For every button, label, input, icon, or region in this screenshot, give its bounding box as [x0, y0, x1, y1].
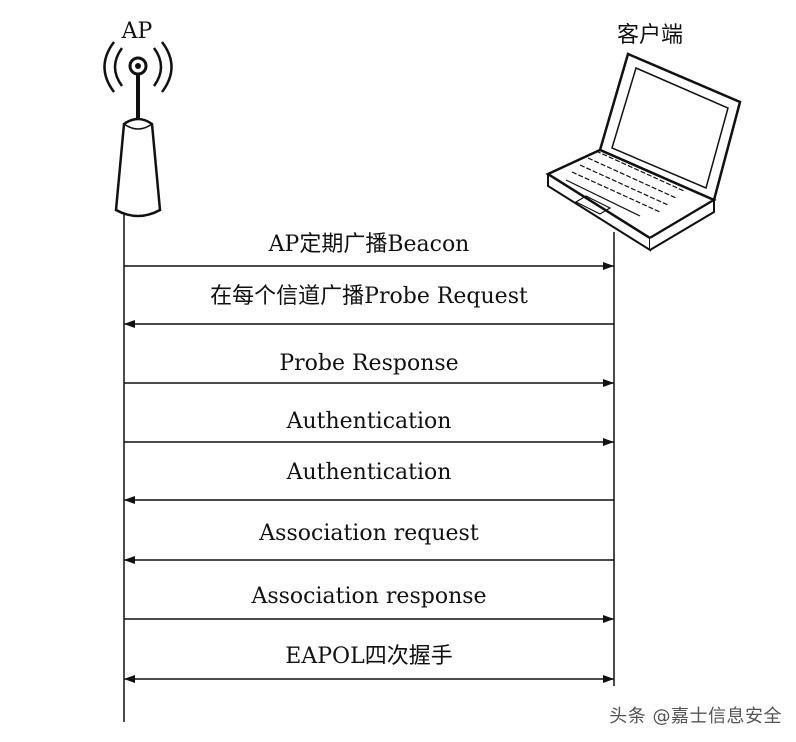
message-label: Association request — [258, 521, 479, 546]
message-label: Probe Response — [279, 351, 458, 376]
message-label: Authentication — [286, 460, 452, 485]
laptop-icon — [545, 52, 742, 252]
message-label: AP定期广播Beacon — [268, 232, 470, 257]
ap-label: AP — [121, 19, 153, 44]
watermark: 头条 @嘉士信息安全 — [609, 706, 782, 727]
message-label: Authentication — [286, 409, 452, 434]
client-label: 客户端 — [617, 23, 683, 48]
message-label: Association response — [250, 584, 486, 609]
ap-icon — [103, 41, 173, 218]
message-label: 在每个信道广播Probe Request — [210, 284, 528, 309]
message-label: EAPOL四次握手 — [285, 644, 452, 669]
